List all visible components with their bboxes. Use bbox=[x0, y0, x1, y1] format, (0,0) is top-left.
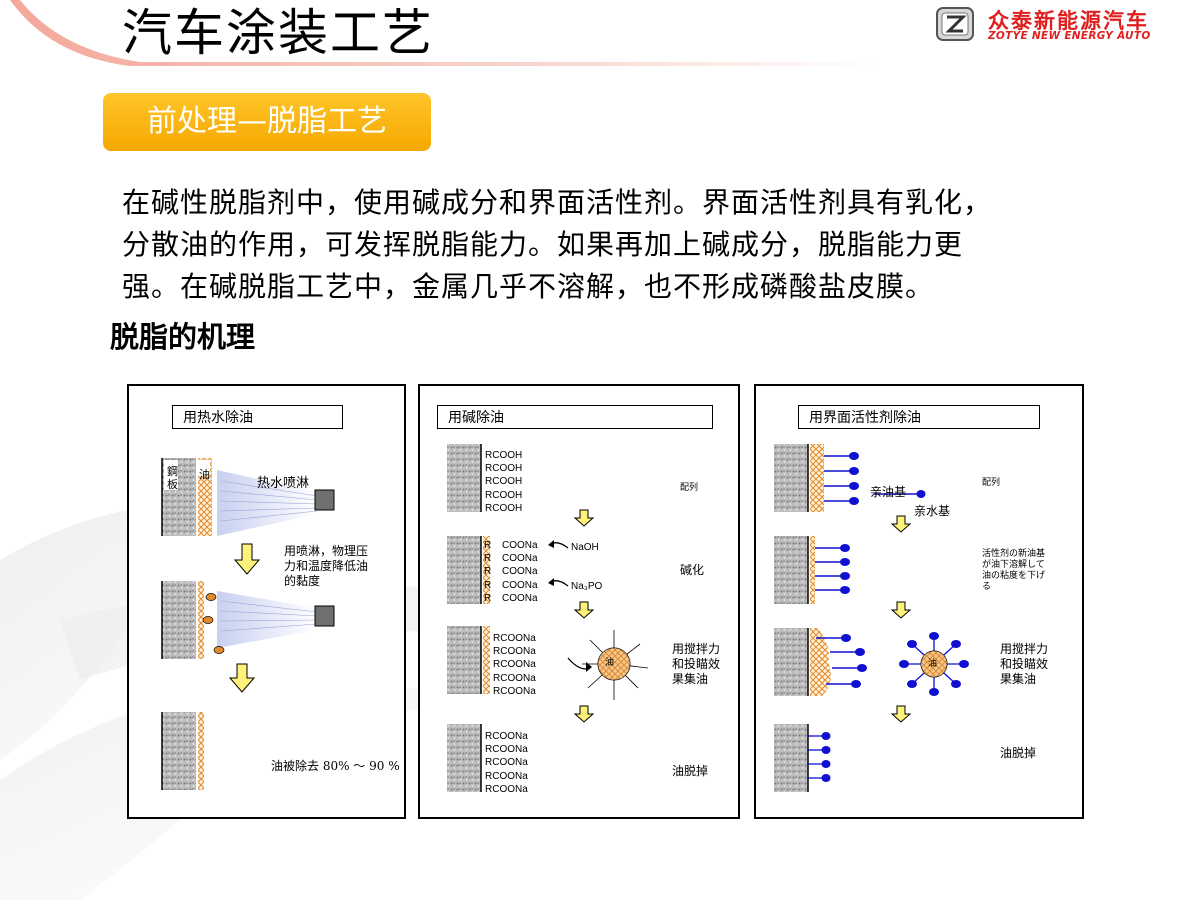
chem-formula: RCOOH bbox=[485, 502, 523, 514]
chem-formula: RCOONa bbox=[485, 757, 528, 769]
brand-logo: 众泰新能源汽车 ZOTYE NEW ENERGY AUTO bbox=[936, 5, 1176, 45]
result-label: 油被除去 80% ～ 90 % bbox=[271, 759, 400, 773]
chem-formula: R bbox=[484, 540, 492, 551]
surfactant-diagram bbox=[774, 444, 969, 792]
down-arrow-icon bbox=[233, 543, 261, 575]
down-arrow-icon bbox=[890, 515, 912, 533]
panel-alkali: 用碱除油 RCOOH RCOOH RCOOH RCOOH RCOOH R R R… bbox=[418, 384, 740, 819]
down-arrow-icon bbox=[228, 663, 256, 693]
chem-formula: R bbox=[484, 553, 492, 565]
step-note-line: が油下溶解して bbox=[982, 560, 1045, 570]
micelle-center-label: 油 bbox=[928, 659, 938, 669]
step-label: 用搅拌力 bbox=[672, 642, 721, 656]
chem-formula: COONa bbox=[502, 566, 538, 578]
naoh-label: NaOH bbox=[571, 542, 599, 553]
down-arrow-icon bbox=[890, 601, 912, 619]
step-note-line: 活性剂の新油基 bbox=[982, 549, 1046, 559]
chem-formula: RCOONa bbox=[485, 731, 528, 742]
mechanism-title: 脱脂的机理 bbox=[110, 320, 256, 354]
step-label: 和投瞄效 bbox=[1000, 657, 1049, 671]
logo-english-text: ZOTYE NEW ENERGY AUTO bbox=[988, 30, 1151, 42]
description-line: 用喷淋，物理压 bbox=[284, 544, 369, 558]
r-list: R R R R R bbox=[484, 539, 491, 605]
panel-heading: 用热水除油 bbox=[172, 405, 343, 429]
hot-water-diagram bbox=[161, 458, 335, 790]
coona-list: COONa COONa COONa COONa COONa bbox=[502, 539, 538, 605]
slide-title: 汽车涂装工艺 bbox=[122, 4, 434, 62]
chem-formula: R bbox=[484, 566, 492, 578]
chem-formula: COONa bbox=[502, 540, 538, 551]
intro-line: 在碱性脱脂剂中，使用碱成分和界面活性剂。界面活性剂具有乳化， bbox=[122, 186, 993, 219]
step-label: 用搅拌力 bbox=[1000, 642, 1049, 656]
section-tag: 前处理—脱脂工艺 bbox=[103, 93, 431, 151]
logo-chinese-text: 众泰新能源汽车 bbox=[988, 9, 1149, 33]
step-label: 配列 bbox=[680, 483, 699, 493]
panel-surfactant: 用界面活性剂除油 亲油基 亲水基 配列 活性剂の新油基 が油下溶解して 油の粘度… bbox=[754, 384, 1084, 819]
panel-heading: 用碱除油 bbox=[437, 405, 713, 429]
chem-formula: RCOOH bbox=[485, 463, 523, 475]
step-label: 碱化 bbox=[680, 563, 705, 577]
chem-formula: RCOOH bbox=[485, 476, 523, 488]
intro-line: 强。在碱脱脂工艺中，金属几乎不溶解，也不形成磷酸盐皮膜。 bbox=[122, 270, 935, 303]
down-arrow-icon bbox=[573, 601, 595, 619]
intro-line: 分散油的作用，可发挥脱脂能力。如果再加上碱成分，脱脂能力更 bbox=[122, 228, 964, 261]
chem-formula: COONa bbox=[502, 579, 538, 591]
description-line: 的黏度 bbox=[284, 574, 321, 588]
down-arrow-icon bbox=[890, 705, 912, 723]
step-label: 配列 bbox=[982, 478, 1001, 488]
chem-formula: RCOONa bbox=[493, 646, 536, 658]
alkali-diagram bbox=[447, 444, 649, 792]
oil-droplet bbox=[213, 646, 225, 654]
down-arrow-icon bbox=[573, 509, 595, 527]
step-note-line: る bbox=[982, 582, 992, 592]
na3po-label: Na₃PO bbox=[571, 581, 603, 592]
chem-formula: RCOONa bbox=[493, 659, 536, 671]
intro-paragraph: 在碱性脱脂剂中，使用碱成分和界面活性剂。界面活性剂具有乳化， 分散油的作用，可发… bbox=[122, 182, 1132, 308]
hydrophilic-label: 亲水基 bbox=[914, 504, 951, 518]
chem-formula: RCOONa bbox=[485, 770, 528, 782]
step-label: 果集油 bbox=[672, 672, 709, 686]
chem-formula: RCOONa bbox=[485, 744, 528, 756]
micelle-center-label: 油 bbox=[605, 658, 615, 668]
rcoona-list: RCOONa RCOONa RCOONa RCOONa RCOONa bbox=[485, 730, 528, 796]
chem-formula: R bbox=[484, 579, 492, 591]
chem-formula: RCOOH bbox=[485, 450, 523, 461]
chem-formula: RCOOH bbox=[485, 489, 523, 501]
rcoona-list: RCOONa RCOONa RCOONa RCOONa RCOONa bbox=[493, 632, 536, 698]
chem-formula: RCOONa bbox=[493, 672, 536, 684]
description-line: 力和温度降低油 bbox=[284, 559, 369, 573]
step-label: 油脱掉 bbox=[1000, 746, 1037, 760]
panel-hot-water: 用热水除油 鋼板 油 热水喷淋 用喷淋，物理压 力和温度降低油 的黏度 油被除去… bbox=[127, 384, 406, 819]
step-label: 和投瞄效 bbox=[672, 657, 721, 671]
rcooh-list: RCOOH RCOOH RCOOH RCOOH RCOOH bbox=[485, 449, 522, 515]
oil-droplet bbox=[202, 616, 214, 624]
spray-label: 热水喷淋 bbox=[257, 476, 310, 491]
steel-label: 鋼板 bbox=[167, 465, 178, 491]
step-note-line: 油の粘度を下げ bbox=[982, 571, 1046, 581]
chem-formula: RCOONa bbox=[493, 685, 536, 697]
zotye-emblem-icon bbox=[936, 7, 974, 41]
oil-label: 油 bbox=[199, 468, 210, 481]
step-label: 果集油 bbox=[1000, 672, 1037, 686]
step-label: 油脱掉 bbox=[672, 764, 709, 778]
down-arrow-icon bbox=[573, 705, 595, 723]
oil-droplet bbox=[205, 593, 217, 601]
chem-formula: RCOONa bbox=[493, 633, 536, 644]
chem-formula: RCOONa bbox=[485, 783, 528, 795]
chem-formula: R bbox=[484, 592, 492, 604]
chem-formula: COONa bbox=[502, 553, 538, 565]
chem-formula: COONa bbox=[502, 592, 538, 604]
panel-heading: 用界面活性剂除油 bbox=[798, 405, 1040, 429]
lipophilic-label: 亲油基 bbox=[870, 485, 907, 499]
